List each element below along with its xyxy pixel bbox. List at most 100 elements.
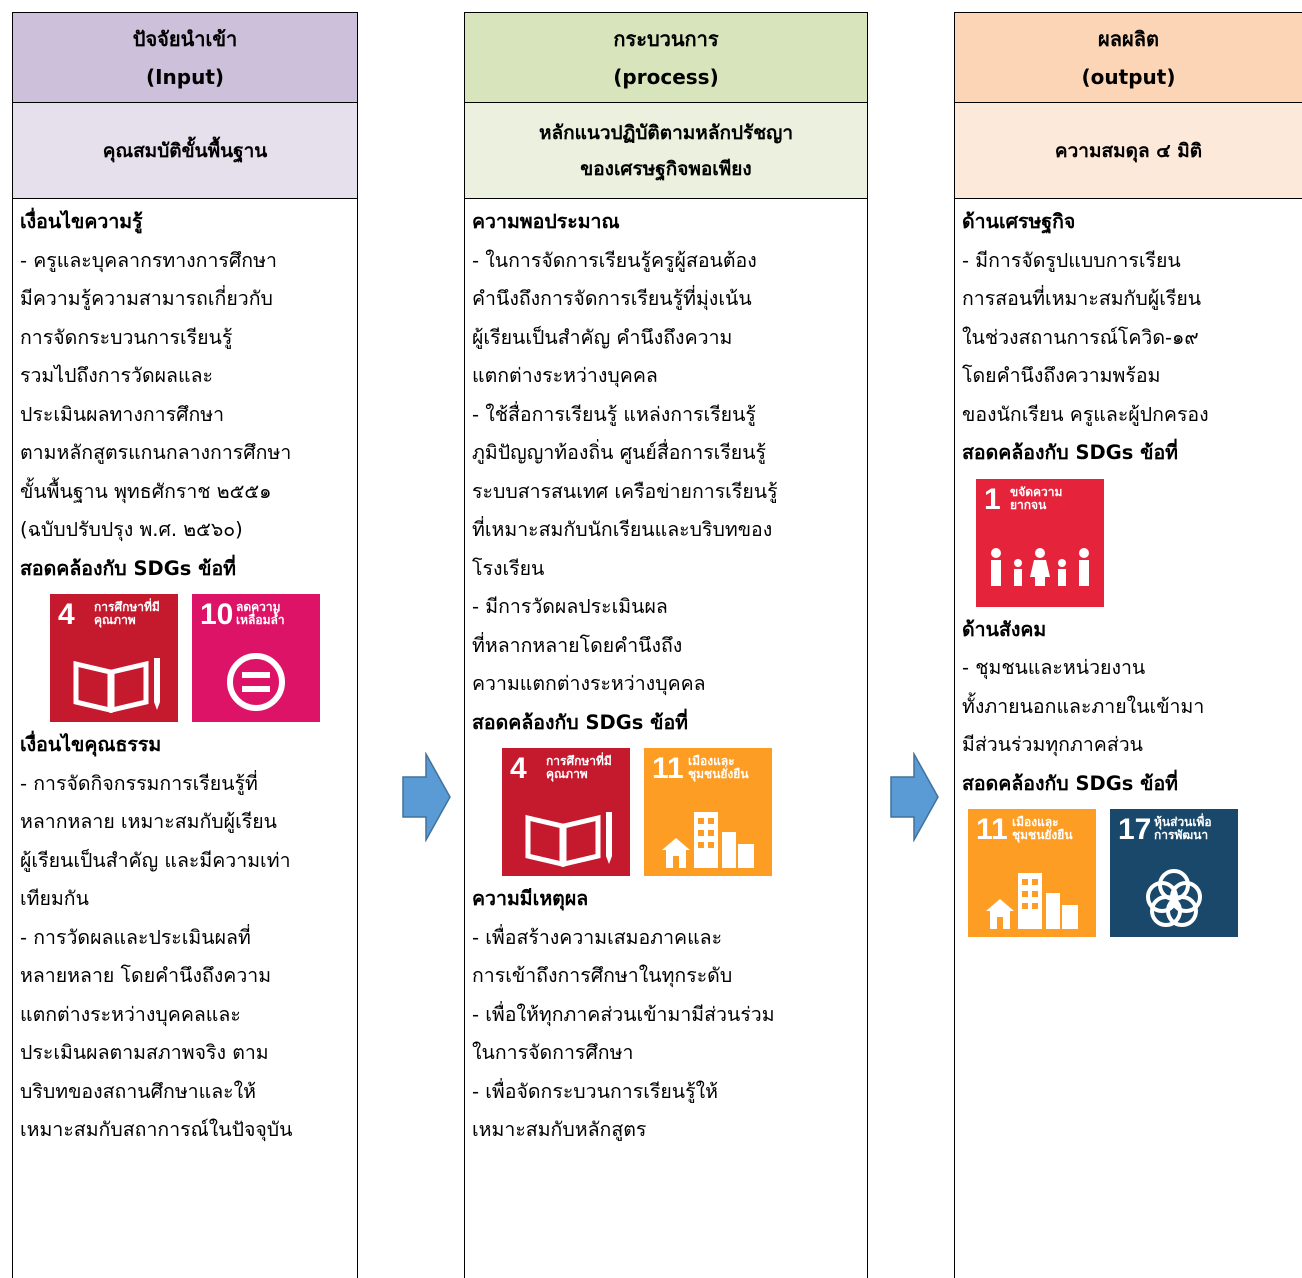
process-reason-line: การเข้าถึงการศึกษาในทุกระดับ (472, 964, 733, 987)
process-moderation-line: ที่เหมาะสมกับนักเรียนและบริบทของ (472, 518, 773, 541)
process-subheader: หลักแนวปฏิบัติตามหลักปรัชญา ของเศรษฐกิจพ… (465, 103, 867, 199)
sdg-number: 11 (652, 752, 684, 785)
output-economy-line: ของนักเรียน ครูและผู้ปกครอง (962, 402, 1209, 426)
output-economy-sdg-icons: 1 ขจัดความ ยากจน (976, 478, 1295, 607)
input-knowledge-line: (ฉบับปรับปรุง พ.ศ. ๒๕๖๐) (20, 518, 243, 541)
sdg-number: 17 (1118, 813, 1152, 846)
output-title: ผลผลิต (1098, 26, 1159, 51)
process-column: กระบวนการ (process) หลักแนวปฏิบัติตามหลั… (464, 12, 868, 1278)
flow-arrow-process-to-output (890, 752, 939, 842)
output-society-line: ทั้งภายนอกและภายในเข้ามา (962, 694, 1205, 718)
sdg-number: 4 (58, 598, 75, 631)
city-buildings-icon (662, 812, 754, 868)
input-morality-line: เหมาะสมกับสถาการณ์ในปัจจุบัน (20, 1118, 293, 1141)
input-column: ปัจจัยนำเข้า (Input) คุณสมบัติขั้นพื้นฐา… (12, 12, 358, 1278)
input-morality-line: - การจัดกิจกรรมการเรียนรู้ที่ (20, 771, 258, 795)
sdg-title-line: ยากจน (1010, 497, 1047, 512)
process-reason-line: ในการจัดการศึกษา (472, 1041, 634, 1064)
sdg-title-line: ชุมชนยั่งยืน (688, 767, 749, 781)
sdg-title-line: ลดความ (236, 600, 281, 614)
process-reason-line: - เพื่อให้ทุกภาคส่วนเข้ามามีส่วนร่วม (472, 1002, 775, 1026)
sdg-title-line: การศึกษาที่มี (94, 600, 160, 614)
input-knowledge-line: ขั้นพื้นฐาน พุทธศักราช ๒๕๕๑ (20, 479, 272, 503)
input-knowledge-line: รวมไปถึงการวัดผลและ (20, 364, 214, 387)
input-morality-line: ประเมินผลตามสภาพจริง ตาม (20, 1041, 269, 1064)
input-morality-line: บริบทของสถานศึกษาและให้ (20, 1079, 256, 1103)
output-society-sdg-label: สอดคล้องกับ SDGs ข้อที่ (962, 771, 1179, 795)
sdg-number: 10 (200, 598, 234, 631)
process-subtitle-line: หลักแนวปฏิบัติตามหลักปรัชญา (538, 121, 793, 144)
output-economy-sdg-label: สอดคล้องกับ SDGs ข้อที่ (962, 441, 1179, 464)
process-sdg-icons: 4 การศึกษาที่มี คุณภาพ 11 เมืองและ ชุมชน… (502, 748, 860, 876)
process-title-en: (process) (613, 64, 719, 89)
process-moderation-line: - ใช้สื่อการเรียนรู้ แหล่งการเรียนรู้ (472, 402, 756, 426)
process-moderation-line: ระบบสารสนเทศ เครือข่ายการเรียนรู้ (472, 479, 778, 503)
sdg11-tile: 11 เมืองและ ชุมชนยั่งยืน (644, 748, 772, 876)
output-society-line: - ชุมชนและหน่วยงาน (962, 656, 1146, 679)
output-economy-line: - มีการจัดรูปแบบการเรียน (962, 248, 1181, 272)
process-moderation-line: แตกต่างระหว่างบุคคล (472, 364, 658, 387)
sdg-title-line: หุ้นส่วนเพื่อ (1154, 815, 1212, 829)
process-title: กระบวนการ (613, 26, 719, 51)
process-moderation-line: ที่หลากหลายโดยคำนึงถึง (472, 633, 683, 657)
input-knowledge-line: ประเมินผลทางการศึกษา (20, 402, 225, 426)
education-book-icon (73, 658, 160, 714)
sdg-title-line: การพัฒนา (1154, 828, 1209, 842)
process-reason-line: - เพื่อจัดกระบวนการเรียนรู้ให้ (472, 1079, 718, 1103)
sdg4-tile: 4 การศึกษาที่มี คุณภาพ (502, 748, 630, 876)
process-reason-line: เหมาะสมกับหลักสูตร (472, 1118, 647, 1141)
input-morality-line: ผู้เรียนเป็นสำคัญ และมีความเท่า (20, 848, 291, 872)
sdg-title-line: เหลื่อมล้ำ (236, 613, 285, 627)
process-moderation-heading: ความพอประมาณ (472, 210, 620, 233)
process-moderation-line: - ในการจัดการเรียนรู้ครูผู้สอนต้อง (472, 248, 757, 272)
input-title: ปัจจัยนำเข้า (132, 26, 238, 51)
output-society-sdg-icons: 11 เมืองและ ชุมชนยั่งยืน (968, 809, 1295, 937)
input-header: ปัจจัยนำเข้า (Input) (13, 13, 357, 103)
process-moderation-line: โรงเรียน (472, 556, 545, 580)
input-subtitle: คุณสมบัติขั้นพื้นฐาน (102, 139, 268, 162)
input-title-en: (Input) (145, 64, 225, 89)
input-morality-line: หลายหลาย โดยคำนึงถึงความ (20, 964, 272, 987)
sdg-title-line: คุณภาพ (546, 767, 588, 781)
sdg-title-line: การศึกษาที่มี (546, 754, 612, 768)
sdg-title-line: เมืองและ (1012, 815, 1059, 829)
equality-icon (227, 653, 285, 711)
input-morality-line: เทียมกัน (20, 887, 89, 910)
input-body: เงื่อนไขความรู้ - ครูและบุคลากรทางการศึก… (13, 199, 357, 1150)
input-morality-heading: เงื่อนไขคุณธรรม (20, 733, 162, 756)
sdg1-tile: 1 ขจัดความ ยากจน (976, 478, 1104, 607)
process-moderation-line: - มีการวัดผลประเมินผล (472, 595, 668, 618)
input-knowledge-line: มีความรู้ความสามารถเกี่ยวกับ (20, 287, 273, 310)
process-reason-heading: ความมีเหตุผล (472, 887, 589, 910)
input-knowledge-heading: เงื่อนไขความรู้ (20, 210, 143, 233)
input-subheader: คุณสมบัติขั้นพื้นฐาน (13, 103, 357, 199)
sdg17-tile: 17 หุ้นส่วนเพื่อ การพัฒนา (1110, 809, 1238, 937)
output-body: ด้านเศรษฐกิจ - มีการจัดรูปแบบการเรียน กา… (955, 199, 1302, 937)
output-economy-line: ในช่วงสถานการณ์โควิด-๑๙ (962, 325, 1199, 349)
process-moderation-line: ผู้เรียนเป็นสำคัญ คำนึงถึงความ (472, 325, 733, 349)
sdg4-tile: 4 การศึกษาที่มี คุณภาพ (50, 594, 178, 722)
city-buildings-icon (986, 873, 1078, 929)
sdg-title-line: คุณภาพ (94, 613, 136, 627)
process-moderation-line: ความแตกต่างระหว่างบุคคล (472, 672, 706, 695)
sdg-number: 4 (510, 752, 527, 785)
process-subtitle-line: ของเศรษฐกิจพอเพียง (580, 157, 752, 180)
input-knowledge-line: - ครูและบุคลากรทางการศึกษา (20, 248, 277, 272)
output-title-en: (output) (1081, 64, 1176, 89)
input-knowledge-line: ตามหลักสูตรแกนกลางการศึกษา (20, 441, 292, 464)
sdg-title-line: ชุมชนยั่งยืน (1012, 828, 1073, 842)
process-header: กระบวนการ (process) (465, 13, 867, 103)
output-header: ผลผลิต (output) (955, 13, 1302, 103)
sdg-title-line: ขจัดความ (1010, 484, 1063, 499)
output-subtitle: ความสมดุล ๔ มิติ (1054, 139, 1203, 162)
input-morality-line: - การวัดผลและประเมินผลที่ (20, 925, 251, 949)
sdg11-tile: 11 เมืองและ ชุมชนยั่งยืน (968, 809, 1096, 937)
sdg-number: 1 (984, 482, 1001, 516)
education-book-icon (525, 812, 612, 868)
input-knowledge-line: การจัดกระบวนการเรียนรู้ (20, 325, 233, 349)
partnership-rings-icon (1146, 869, 1202, 927)
output-economy-heading: ด้านเศรษฐกิจ (962, 210, 1076, 233)
process-moderation-line: ภูมิปัญญาท้องถิ่น ศูนย์สื่อการเรียนรู้ (472, 441, 767, 464)
input-sdg-icons: 4 การศึกษาที่มี คุณภาพ 10 ลดความ เหลื่อม… (50, 594, 350, 722)
output-economy-line: โดยคำนึงถึงความพร้อม (962, 364, 1161, 387)
